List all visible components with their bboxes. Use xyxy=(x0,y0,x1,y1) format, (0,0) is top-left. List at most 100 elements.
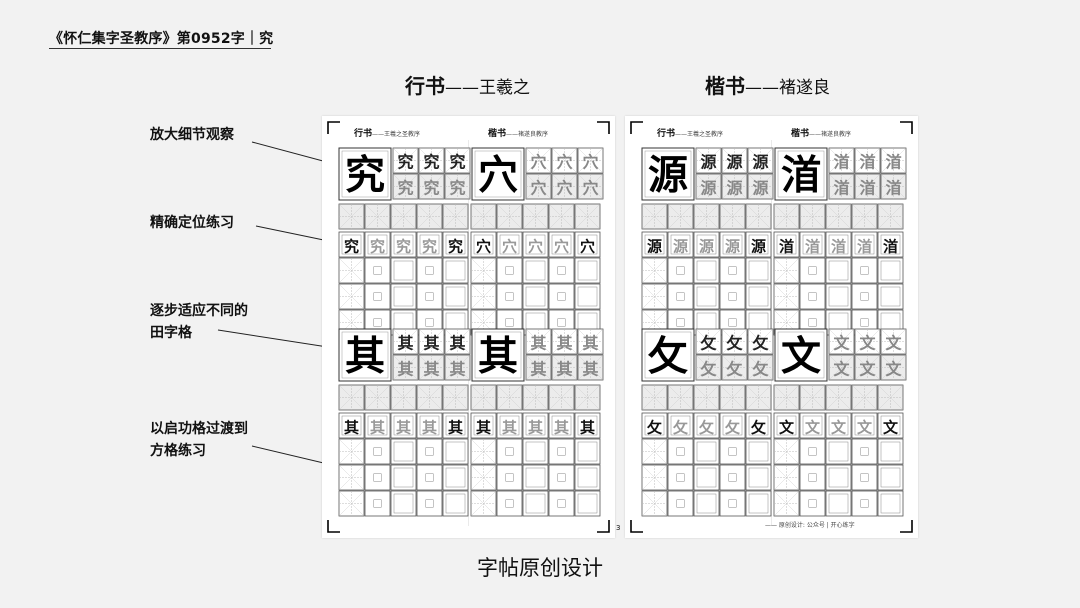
big-grid-cell xyxy=(471,147,525,201)
grid-cell xyxy=(854,328,881,355)
practice-glyph: 穴 xyxy=(502,238,517,256)
grid-cell xyxy=(416,257,443,284)
grid-cell xyxy=(364,231,391,258)
column-heading-left: 行书——王羲之 xyxy=(405,70,530,99)
grid-cell xyxy=(773,257,800,284)
grid-cell xyxy=(719,384,746,411)
corner-mark xyxy=(900,121,913,134)
grid-cell xyxy=(745,283,772,310)
practice-glyph: 源 xyxy=(726,153,742,172)
grid-cell xyxy=(390,384,417,411)
grid-cell xyxy=(825,490,852,517)
practice-glyph: 源 xyxy=(725,238,740,256)
grid-cell xyxy=(773,231,800,258)
grid-cell xyxy=(693,464,720,491)
grid-cell xyxy=(522,231,549,258)
corner-mark xyxy=(630,121,643,134)
practice-glyph: 文 xyxy=(859,360,876,379)
grid-cell xyxy=(551,328,578,355)
column-heading-right-main: 楷书 xyxy=(705,74,745,98)
practice-glyph: 穴 xyxy=(556,153,572,172)
practice-glyph: 其 xyxy=(582,334,598,353)
practice-glyph: 文 xyxy=(833,334,850,353)
grid-cell xyxy=(799,490,826,517)
practice-glyph: 文 xyxy=(805,419,821,437)
practice-glyph: 源 xyxy=(726,179,742,198)
grid-cell xyxy=(392,354,419,381)
practice-glyph: 其 xyxy=(344,419,359,437)
grid-cell xyxy=(442,231,469,258)
practice-glyph: 渞 xyxy=(885,179,901,198)
practice-glyph: 源 xyxy=(699,238,714,256)
practice-glyph: 文 xyxy=(833,360,850,379)
grid-cell xyxy=(338,257,365,284)
grid-cell xyxy=(877,231,904,258)
grid-cell xyxy=(548,283,575,310)
practice-glyph: 其 xyxy=(423,334,439,353)
grid-cell xyxy=(667,384,694,411)
column-heading-left-main: 行书 xyxy=(405,74,445,98)
practice-glyph: 渞 xyxy=(883,238,898,256)
grid-cell xyxy=(442,203,469,230)
grid-cell xyxy=(525,147,552,174)
practice-glyph: 究 xyxy=(397,179,413,198)
practice-glyph: 文 xyxy=(885,334,902,353)
practice-glyph: 其 xyxy=(556,334,572,353)
grid-cell xyxy=(719,203,746,230)
grid-cell xyxy=(390,283,417,310)
grid-cell xyxy=(825,283,852,310)
grid-cell xyxy=(390,490,417,517)
practice-glyph: 其 xyxy=(448,419,463,437)
grid-cell xyxy=(851,464,878,491)
practice-glyph: 渞 xyxy=(779,238,794,256)
practice-glyph: 源 xyxy=(752,153,768,172)
practice-glyph: 穴 xyxy=(580,238,595,256)
grid-cell xyxy=(548,412,575,439)
grid-cell xyxy=(390,231,417,258)
grid-cell xyxy=(667,490,694,517)
grid-cell xyxy=(799,283,826,310)
grid-cell xyxy=(442,490,469,517)
grid-cell xyxy=(854,173,881,200)
practice-glyph: 渞 xyxy=(859,153,875,172)
practice-glyph: 究 xyxy=(422,238,437,256)
grid-cell xyxy=(470,231,497,258)
grid-cell xyxy=(745,231,772,258)
practice-glyph: 其 xyxy=(397,334,413,353)
grid-cell xyxy=(470,283,497,310)
grid-cell xyxy=(877,257,904,284)
grid-cell xyxy=(364,283,391,310)
grid-cell xyxy=(364,438,391,465)
grid-cell xyxy=(693,231,720,258)
practice-glyph: 其 xyxy=(449,360,465,379)
grid-cell xyxy=(799,464,826,491)
grid-cell xyxy=(416,203,443,230)
grid-cell xyxy=(338,412,365,439)
grid-cell xyxy=(745,490,772,517)
grid-cell xyxy=(522,257,549,284)
practice-glyph: 究 xyxy=(397,153,413,172)
grid-cell xyxy=(338,464,365,491)
grid-cell xyxy=(799,257,826,284)
grid-cell xyxy=(825,384,852,411)
grid-cell xyxy=(773,203,800,230)
practice-glyph: 攵 xyxy=(698,419,715,437)
grid-cell xyxy=(390,438,417,465)
grid-cell xyxy=(416,231,443,258)
grid-cell xyxy=(693,203,720,230)
grid-cell xyxy=(667,203,694,230)
grid-cell xyxy=(693,283,720,310)
grid-cell xyxy=(641,438,668,465)
corner-mark xyxy=(327,121,340,134)
sheet-left-head-a: 行书——王羲之圣教序 xyxy=(354,129,421,139)
grid-cell xyxy=(416,438,443,465)
grid-cell xyxy=(416,283,443,310)
practice-glyph: 攵 xyxy=(699,360,717,379)
grid-cell xyxy=(390,412,417,439)
sheet-right-head-a: 行书——王羲之圣教序 xyxy=(657,129,724,139)
grid-cell xyxy=(551,173,578,200)
practice-glyph: 穴 xyxy=(530,153,546,172)
grid-cell xyxy=(641,257,668,284)
grid-cell xyxy=(392,147,419,174)
grid-cell xyxy=(877,438,904,465)
